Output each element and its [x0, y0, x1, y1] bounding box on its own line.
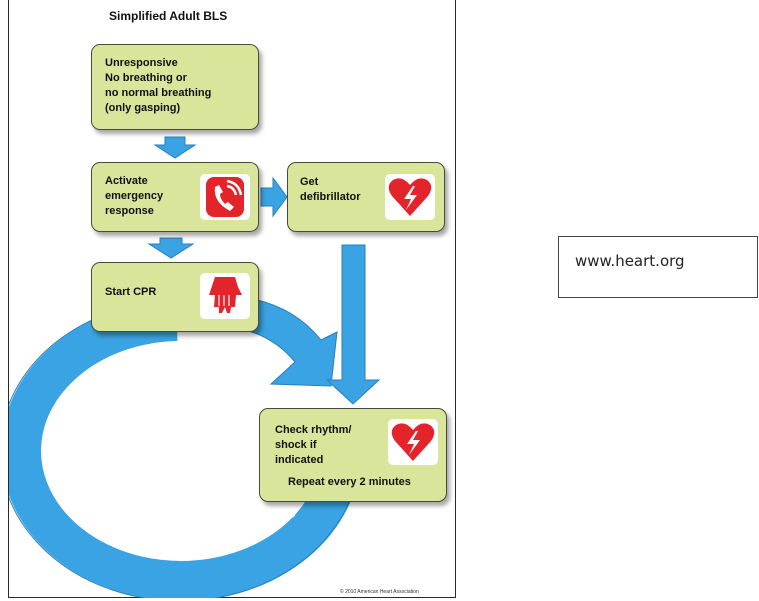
defibrillator-heart-icon — [388, 419, 438, 465]
phone-icon — [200, 174, 250, 220]
bls-poster: Push Hard • Push Fast Simplified Adult B… — [8, 0, 456, 598]
poster-title: Simplified Adult BLS — [109, 9, 228, 23]
repeat-text: Repeat every 2 minutes — [288, 476, 411, 488]
start-cpr-text: Start CPR — [105, 286, 157, 298]
unresponsive-text: Unresponsive No breathing or no normal b… — [105, 57, 212, 114]
start-cpr-box: Start CPR — [91, 262, 259, 332]
push-cycle-arrow-outline — [9, 300, 358, 598]
push-cycle-arrow — [9, 301, 357, 598]
defibrillator-text: Get defibrillator — [300, 176, 361, 203]
website-link[interactable]: www.heart.org — [575, 252, 685, 270]
unresponsive-box: Unresponsive No breathing or no normal b… — [91, 44, 259, 130]
check-rhythm-text: Check rhythm/ shock if indicated — [275, 424, 352, 466]
activate-box: Activate emergency response — [91, 162, 259, 232]
cpr-hands-icon — [200, 273, 250, 319]
down-arrow-1 — [153, 136, 197, 159]
url-box: www.heart.org — [558, 236, 758, 298]
down-arrow-2 — [147, 237, 195, 259]
defibrillator-box: Get defibrillator — [287, 162, 445, 232]
right-arrow — [260, 176, 288, 218]
activate-text: Activate emergency response — [105, 175, 164, 217]
defibrillator-heart-icon — [385, 174, 435, 220]
check-rhythm-box: Check rhythm/ shock if indicated Repeat … — [259, 408, 447, 502]
defib-down-arrow — [325, 244, 381, 405]
copyright-note: © 2010 American Heart Association — [340, 589, 419, 595]
